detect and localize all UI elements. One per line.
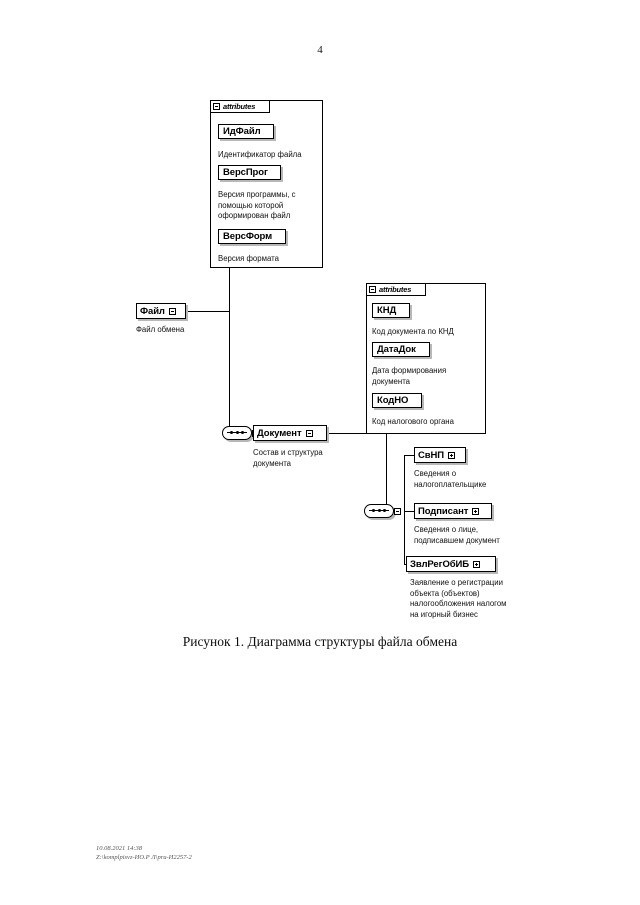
node-label: СвНП (418, 449, 444, 461)
node-label: ЗвлРегОбИБ (410, 558, 469, 570)
node-svnp-desc: Сведения о налогоплательщике (414, 469, 487, 489)
sequence-dot (241, 431, 244, 434)
sequence-dot (383, 509, 386, 512)
collapse-minus-icon[interactable] (168, 307, 176, 315)
attributes-tab-document[interactable]: attributes (366, 283, 426, 296)
attributes-tab-file[interactable]: attributes (210, 100, 270, 113)
attributes-group-document: attributes (366, 283, 486, 434)
collapse-minus-icon[interactable] (305, 429, 313, 437)
attribute-kodno[interactable]: КодНО (372, 393, 422, 408)
attribute-knd[interactable]: КНД (372, 303, 410, 318)
page-number: 4 (317, 44, 323, 56)
node-fajl[interactable]: Файл (136, 303, 186, 319)
node-dokument-desc: Состав и структура документа (253, 448, 323, 468)
connector-file-trunk (229, 177, 230, 434)
attribute-versform[interactable]: ВерсФорм (218, 229, 286, 244)
attribute-versprog-desc: Версия программы, с помощью которой офор… (218, 190, 296, 220)
attribute-datadok[interactable]: ДатаДок (372, 342, 430, 357)
attribute-knd-desc: Код документа по КНД (372, 327, 454, 336)
sequence-compositor-document[interactable] (364, 504, 401, 518)
attribute-versform-desc: Версия формата (218, 254, 279, 263)
figure-caption: Рисунок 1. Диаграмма структуры файла обм… (182, 634, 458, 649)
expand-plus-icon[interactable] (472, 507, 480, 515)
footer-path: Z:\komplpisvz-ИО.Р Л\prи-И2257-2 (96, 854, 192, 861)
attribute-label: ВерсПрог (223, 167, 268, 178)
attribute-idfajl[interactable]: ИдФайл (218, 124, 274, 139)
node-label: Подписант (418, 505, 469, 517)
node-podpisant-desc: Сведения о лице, подписавшем документ (414, 525, 500, 545)
attributes-label: attributes (223, 102, 256, 111)
attribute-versprog[interactable]: ВерсПрог (218, 165, 281, 180)
sequence-dot (235, 431, 239, 434)
node-fajl-desc: Файл обмена (136, 325, 185, 334)
attribute-kodno-desc: Код налогового органа (372, 417, 454, 426)
attributes-label: attributes (379, 285, 412, 294)
sequence-compositor-file[interactable] (222, 426, 259, 440)
node-label: Документ (257, 427, 302, 439)
connector-file-to-trunk (186, 311, 230, 312)
footer-timestamp: 10.08.2021 14:38 (96, 845, 143, 852)
expand-plus-icon[interactable] (472, 560, 480, 568)
expand-plus-icon[interactable] (448, 451, 455, 459)
node-svnp[interactable]: СвНП (414, 447, 466, 463)
connector-document-to-trunk2 (327, 433, 387, 434)
node-label: Файл (140, 305, 165, 317)
sequence-dot (230, 431, 233, 434)
node-zvlregobib-desc: Заявление о регистрации объекта (объекто… (410, 578, 507, 619)
attribute-datadok-desc: Дата формирования документа (372, 366, 447, 386)
node-podpisant[interactable]: Подписант (414, 503, 492, 519)
attribute-label: КНД (377, 305, 397, 316)
attribute-label: КодНО (377, 395, 409, 406)
node-dokument[interactable]: Документ (253, 425, 327, 441)
attribute-label: ВерсФорм (223, 231, 273, 242)
schema-diagram: attributes ИдФайл Идентификатор файла Ве… (136, 100, 507, 619)
collapse-minus-icon[interactable] (369, 286, 376, 293)
attribute-label: ДатаДок (377, 344, 416, 355)
node-zvlregobib[interactable]: ЗвлРегОбИБ (406, 556, 496, 572)
sequence-dot (372, 509, 375, 512)
sequence-dot (377, 509, 381, 512)
connector-trunk3-to-podpisant (404, 511, 414, 512)
attribute-label: ИдФайл (223, 126, 261, 137)
connector-trunk3-to-svnp (404, 455, 414, 456)
collapse-minus-icon[interactable] (213, 103, 220, 110)
sequence-minus-icon[interactable] (394, 507, 401, 515)
attribute-idfajl-desc: Идентификатор файла (218, 150, 302, 159)
connector-children-trunk3 (404, 455, 405, 565)
